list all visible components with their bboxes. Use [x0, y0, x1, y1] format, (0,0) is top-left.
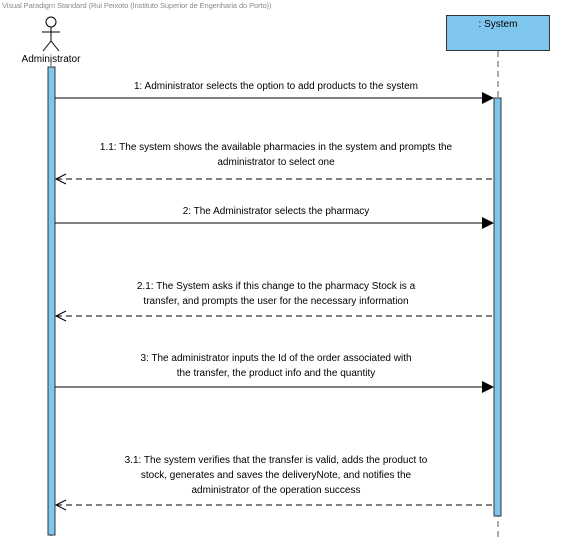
- actor-label: Administrator: [21, 54, 81, 65]
- message-arrow-1[interactable]: [55, 92, 494, 104]
- system-lifeline-title: : System: [478, 19, 518, 30]
- actor-icon[interactable]: [42, 16, 60, 52]
- message-label-line: stock, generates and saves the deliveryN…: [140, 470, 412, 481]
- message-label-line: 1.1: The system shows the available phar…: [99, 142, 453, 153]
- message-arrow-1-1[interactable]: [54, 173, 494, 185]
- message-label-1: 1: Administrator selects the option to a…: [60, 79, 492, 94]
- message-label-line: 3.1: The system verifies that the transf…: [124, 455, 428, 466]
- message-label-2-1: 2.1: The System asks if this change to t…: [60, 279, 492, 309]
- message-label-line: 3: The administrator inputs the Id of th…: [140, 353, 412, 364]
- message-label-2: 2: The Administrator selects the pharmac…: [60, 204, 492, 219]
- message-label-3: 3: The administrator inputs the Id of th…: [60, 351, 492, 381]
- message-label-line: transfer, and prompts the user for the n…: [143, 296, 409, 307]
- message-label-line: administrator to select one: [217, 157, 335, 168]
- message-label-1-1: 1.1: The system shows the available phar…: [60, 140, 492, 170]
- message-label-line: administrator of the operation success: [191, 485, 361, 496]
- message-label-line: the transfer, the product info and the q…: [176, 368, 376, 379]
- message-label-line: 1: Administrator selects the option to a…: [133, 81, 419, 92]
- message-arrow-2-1[interactable]: [54, 310, 494, 322]
- message-label-3-1: 3.1: The system verifies that the transf…: [60, 453, 492, 498]
- message-label-line: 2.1: The System asks if this change to t…: [136, 281, 416, 292]
- watermark-text: Visual Paradigm Standard (Rui Peixoto (I…: [2, 1, 272, 10]
- message-arrow-3-1[interactable]: [54, 499, 494, 511]
- system-lifeline-header[interactable]: : System: [446, 15, 550, 51]
- system-activation-bar[interactable]: [493, 97, 502, 517]
- message-arrow-2[interactable]: [55, 217, 494, 229]
- actor-activation-bar[interactable]: [47, 66, 56, 536]
- message-label-line: 2: The Administrator selects the pharmac…: [182, 206, 370, 217]
- message-arrow-3[interactable]: [55, 381, 494, 393]
